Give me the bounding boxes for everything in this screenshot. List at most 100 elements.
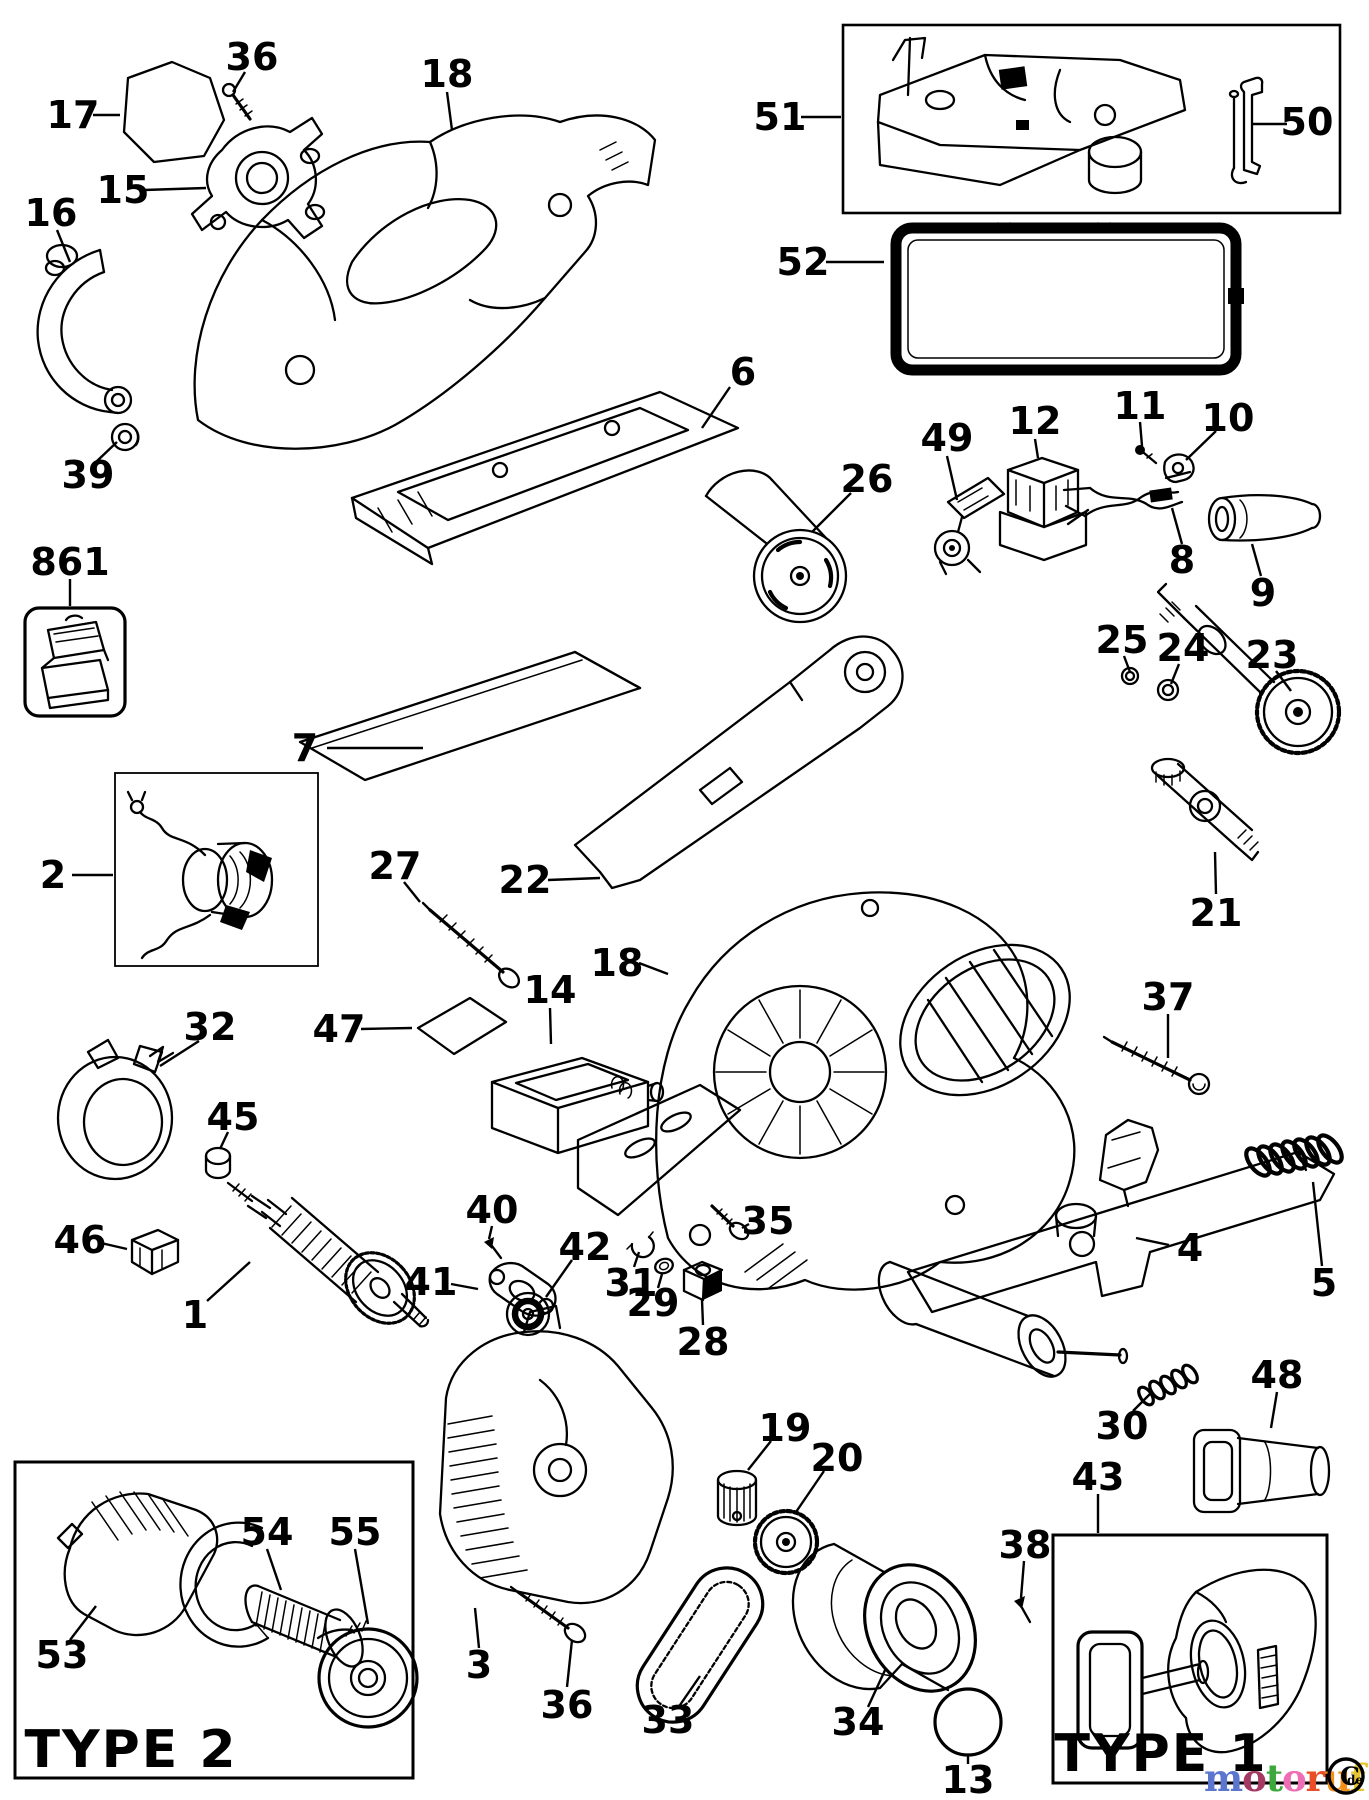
watermark-motoruf: motoruf bbox=[1204, 1756, 1368, 1800]
part-label-screw-tiny-2: 38 bbox=[999, 1523, 1052, 1567]
leader-line-armature bbox=[206, 1261, 251, 1302]
callout-box-type1 bbox=[1051, 1533, 1329, 1785]
leader-line-motor-housing bbox=[638, 961, 669, 976]
type2-label: TYPE 2 bbox=[24, 1720, 237, 1780]
part-illustration-30 bbox=[1137, 1363, 1199, 1407]
part-label-power-cord: 8 bbox=[1169, 538, 1195, 582]
part-label-label-sheet: 47 bbox=[313, 1007, 366, 1051]
part-label-roller-shaft-wheel: 23 bbox=[1246, 633, 1299, 677]
part-label-bearing-flange: 15 bbox=[97, 168, 150, 212]
part-illustration-33 bbox=[635, 1566, 765, 1724]
part-illustration-8 bbox=[1062, 486, 1184, 526]
part-illustration-52 bbox=[890, 222, 1244, 376]
leader-line-washer bbox=[1169, 663, 1181, 685]
part-label-motor-can: 26 bbox=[841, 457, 894, 501]
part-label-o-ring: 29 bbox=[627, 1281, 680, 1325]
part-label-gasket-frame: 52 bbox=[777, 240, 830, 284]
part-illustration-37 bbox=[1102, 1035, 1211, 1096]
part-illustration-9 bbox=[1207, 493, 1322, 542]
part-illustration-38 bbox=[1014, 1596, 1032, 1624]
part-illustration-32 bbox=[56, 1038, 175, 1181]
part-label-belt-drum: 34 bbox=[832, 1700, 885, 1744]
watermark-logo-letter: C bbox=[1340, 1762, 1360, 1791]
leader-line-brush-holder bbox=[100, 1241, 128, 1251]
part-label-kitbox: 861 bbox=[30, 540, 109, 584]
part-label-ball: 13 bbox=[942, 1758, 995, 1800]
leader-lines-layer bbox=[55, 71, 1324, 1764]
part-label-long-screw: 27 bbox=[369, 844, 422, 888]
part-illustration-5 bbox=[1244, 1133, 1344, 1178]
part-illustration-21 bbox=[1150, 757, 1260, 862]
part-illustration-31 bbox=[626, 1231, 655, 1259]
part-illustration-16 bbox=[36, 243, 133, 415]
part-illustration-36-bottom bbox=[509, 1585, 587, 1644]
part-label-gear-shaft: 21 bbox=[1190, 891, 1243, 935]
leader-line-gear-housing bbox=[473, 1607, 481, 1649]
part-illustration-12 bbox=[998, 456, 1088, 562]
type1-label: TYPE 1 bbox=[1054, 1724, 1267, 1784]
part-illustration-15 bbox=[190, 116, 326, 240]
part-label-brush-holder: 46 bbox=[54, 1218, 107, 1262]
part-illustration-54 bbox=[244, 1584, 364, 1668]
part-label-armature: 1 bbox=[182, 1293, 208, 1337]
part-illustration-35 bbox=[710, 1204, 750, 1241]
part-illustration-2 bbox=[126, 790, 274, 960]
leader-line-brush-assembly bbox=[945, 455, 959, 501]
part-illustration-11 bbox=[1135, 445, 1158, 465]
watermark-logo-circle bbox=[1327, 1757, 1365, 1795]
part-illustration-18-top bbox=[193, 114, 657, 450]
leader-line-ball-bearing bbox=[545, 1259, 573, 1298]
part-label-ball-bearing: 42 bbox=[559, 1225, 612, 1269]
part-illustration-53 bbox=[56, 1491, 270, 1648]
part-label-screw-bottom: 36 bbox=[541, 1683, 594, 1727]
part-illustration-7 bbox=[298, 650, 642, 782]
part-label-dust-elbow: 53 bbox=[36, 1633, 89, 1677]
part-illustration-40 bbox=[484, 1237, 503, 1260]
part-label-gasket-plate: 41 bbox=[405, 1260, 458, 1304]
part-label-switch-block: 12 bbox=[1009, 399, 1062, 443]
part-label-housing-screw: 37 bbox=[1142, 975, 1195, 1019]
part-illustration-34 bbox=[791, 1542, 977, 1693]
part-illustration-4 bbox=[877, 1118, 1336, 1378]
callout-box-type2 bbox=[13, 1460, 415, 1780]
part-label-filter-cartridge: 54 bbox=[241, 1510, 294, 1554]
leader-line-cord-sleeve bbox=[1250, 543, 1263, 577]
part-illustration-23 bbox=[1156, 582, 1342, 756]
leader-line-screw-tiny bbox=[487, 1225, 494, 1240]
leader-line-screw-bottom bbox=[565, 1639, 574, 1688]
part-label-toothed-pulley: 20 bbox=[811, 1436, 864, 1480]
leader-line-circlip bbox=[632, 1251, 641, 1268]
part-label-dust-adaptor: 48 bbox=[1251, 1353, 1304, 1397]
part-label-drive-belt: 33 bbox=[642, 1698, 695, 1742]
leader-line-switch-block bbox=[1033, 438, 1040, 459]
leader-line-bearing-flange bbox=[143, 186, 207, 192]
part-label-clamp-clip: 50 bbox=[1281, 100, 1334, 144]
part-illustration-48 bbox=[1192, 1428, 1331, 1514]
part-illustration-19 bbox=[716, 1469, 758, 1527]
leader-line-motor-can bbox=[811, 492, 852, 533]
part-label-screw-small: 11 bbox=[1114, 384, 1167, 428]
part-illustration-49 bbox=[933, 476, 1006, 576]
leader-line-toothed-pulley bbox=[795, 1470, 825, 1513]
part-illustration-51 bbox=[876, 36, 1187, 195]
part-label-cyclone-cap: 55 bbox=[329, 1510, 382, 1554]
leader-line-upper-housing bbox=[445, 91, 454, 131]
leader-line-belt-cover bbox=[55, 229, 72, 263]
leader-line-end-cap bbox=[96, 441, 118, 462]
part-label-spring-small: 30 bbox=[1096, 1404, 1149, 1448]
leader-line-washer-small bbox=[1122, 655, 1132, 673]
leader-line-bushing bbox=[218, 1131, 230, 1150]
part-label-type1-kit: 43 bbox=[1072, 1455, 1125, 1499]
part-label-nut-block: 28 bbox=[677, 1320, 730, 1364]
part-label-cord-sleeve: 9 bbox=[1250, 571, 1276, 615]
leader-line-belt-drum bbox=[866, 1667, 888, 1708]
part-label-support-arm: 22 bbox=[499, 858, 552, 902]
leader-line-dust-elbow bbox=[69, 1605, 97, 1641]
leader-line-dust-adaptor bbox=[1269, 1391, 1279, 1429]
leader-line-screw-tiny-2 bbox=[1019, 1560, 1026, 1599]
part-label-drive-roller: 19 bbox=[759, 1406, 812, 1450]
part-label-cord-clamp: 10 bbox=[1202, 396, 1255, 440]
part-label-upper-housing: 18 bbox=[421, 52, 474, 96]
